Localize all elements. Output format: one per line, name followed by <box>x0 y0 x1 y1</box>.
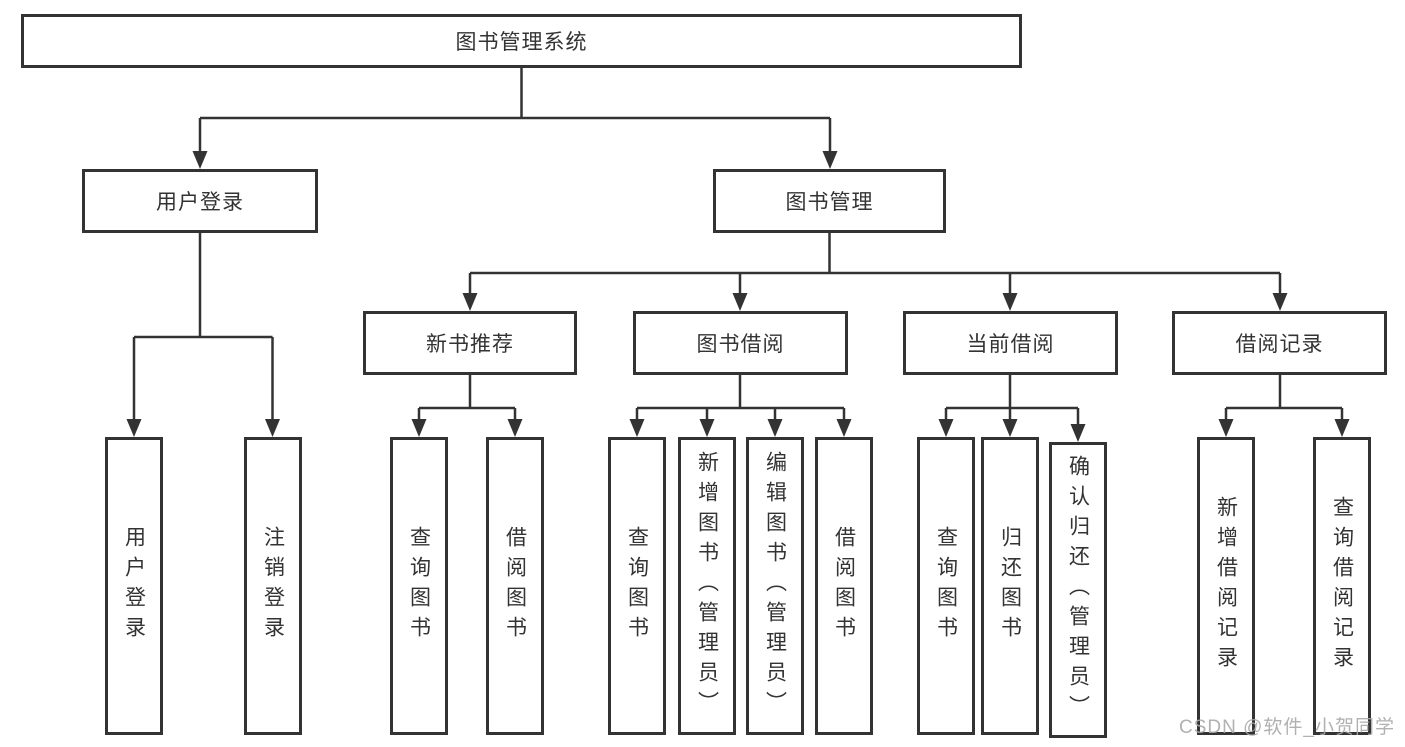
arrow-icon <box>1334 419 1350 437</box>
node-leaf-query-books-borrow: 查询图书 <box>608 437 666 735</box>
arrow-icon <box>192 151 208 169</box>
arrow-icon <box>938 419 954 437</box>
arrow-icon <box>629 419 645 437</box>
node-leaf-confirm-return-admin: 确认归还（管理员） <box>1049 442 1107 738</box>
node-label: 查询图书 <box>407 526 431 646</box>
node-label: 新增借阅记录 <box>1214 496 1238 676</box>
node-current-borrowing: 当前借阅 <box>903 311 1118 375</box>
arrow-icon <box>126 419 142 437</box>
arrow-icon <box>507 419 523 437</box>
node-label: 图书管理系统 <box>455 31 588 54</box>
arrow-icon <box>1070 424 1086 442</box>
node-label: 确认归还（管理员） <box>1066 455 1090 725</box>
node-new-book-recommend: 新书推荐 <box>363 311 577 375</box>
arrow-icon <box>836 419 852 437</box>
node-leaf-return-book: 归还图书 <box>981 437 1039 735</box>
node-leaf-add-book-admin: 新增图书（管理员） <box>678 437 736 735</box>
node-label: 图书管理 <box>785 191 874 214</box>
node-leaf-edit-book-admin: 编辑图书（管理员） <box>746 437 804 735</box>
node-leaf-user-login: 用户登录 <box>105 437 163 735</box>
node-leaf-query-books-current: 查询图书 <box>917 437 975 735</box>
node-label: 借阅图书 <box>832 526 856 646</box>
node-label: 归还图书 <box>998 526 1022 646</box>
node-leaf-query-borrow-record: 查询借阅记录 <box>1313 437 1371 735</box>
node-label: 用户登录 <box>156 191 244 214</box>
node-root-system: 图书管理系统 <box>21 14 1022 68</box>
node-label: 查询图书 <box>934 526 958 646</box>
arrow-icon <box>1002 293 1018 311</box>
node-label: 查询借阅记录 <box>1330 496 1354 676</box>
node-user-login-module: 用户登录 <box>82 169 318 233</box>
node-label: 查询图书 <box>625 526 649 646</box>
arrow-icon <box>411 419 427 437</box>
node-label: 新书推荐 <box>426 333 514 356</box>
node-label: 注销登录 <box>261 526 285 646</box>
connector-bookmgmt-to-level3 <box>468 233 1282 295</box>
connector-userlogin-to-leaves <box>132 233 274 421</box>
arrow-icon <box>1218 419 1234 437</box>
arrow-icon <box>1002 419 1018 437</box>
node-label: 借阅记录 <box>1235 333 1324 356</box>
connector-currentborrow-to-leaves <box>944 375 1080 426</box>
connector-bookborrow-to-leaves <box>635 375 846 421</box>
node-label: 当前借阅 <box>966 333 1055 356</box>
node-label: 新增图书（管理员） <box>695 451 719 721</box>
node-leaf-add-borrow-record: 新增借阅记录 <box>1197 437 1255 735</box>
node-label: 借阅图书 <box>503 526 527 646</box>
node-leaf-logout: 注销登录 <box>244 437 302 735</box>
arrow-icon <box>1272 293 1288 311</box>
arrow-icon <box>822 151 838 169</box>
node-label: 用户登录 <box>122 526 146 646</box>
node-leaf-query-books-recommend: 查询图书 <box>390 437 448 735</box>
arrow-icon <box>732 293 748 311</box>
node-label: 图书借阅 <box>696 333 785 356</box>
connector-records-to-leaves <box>1224 375 1344 421</box>
node-borrowing-records: 借阅记录 <box>1172 311 1387 375</box>
node-leaf-borrow-books: 借阅图书 <box>815 437 873 735</box>
arrow-icon <box>462 293 478 311</box>
node-leaf-borrow-books-recommend: 借阅图书 <box>486 437 544 735</box>
arrow-icon <box>767 419 783 437</box>
connector-root-to-level2 <box>198 68 832 153</box>
connector-newbook-to-leaves <box>417 375 517 421</box>
node-label: 编辑图书（管理员） <box>763 451 787 721</box>
node-book-borrowing: 图书借阅 <box>633 311 848 375</box>
watermark: CSDN @软件_小贺同学 <box>1179 717 1395 738</box>
arrow-icon <box>265 419 280 437</box>
arrow-icon <box>699 419 715 437</box>
node-book-management-module: 图书管理 <box>713 169 946 233</box>
